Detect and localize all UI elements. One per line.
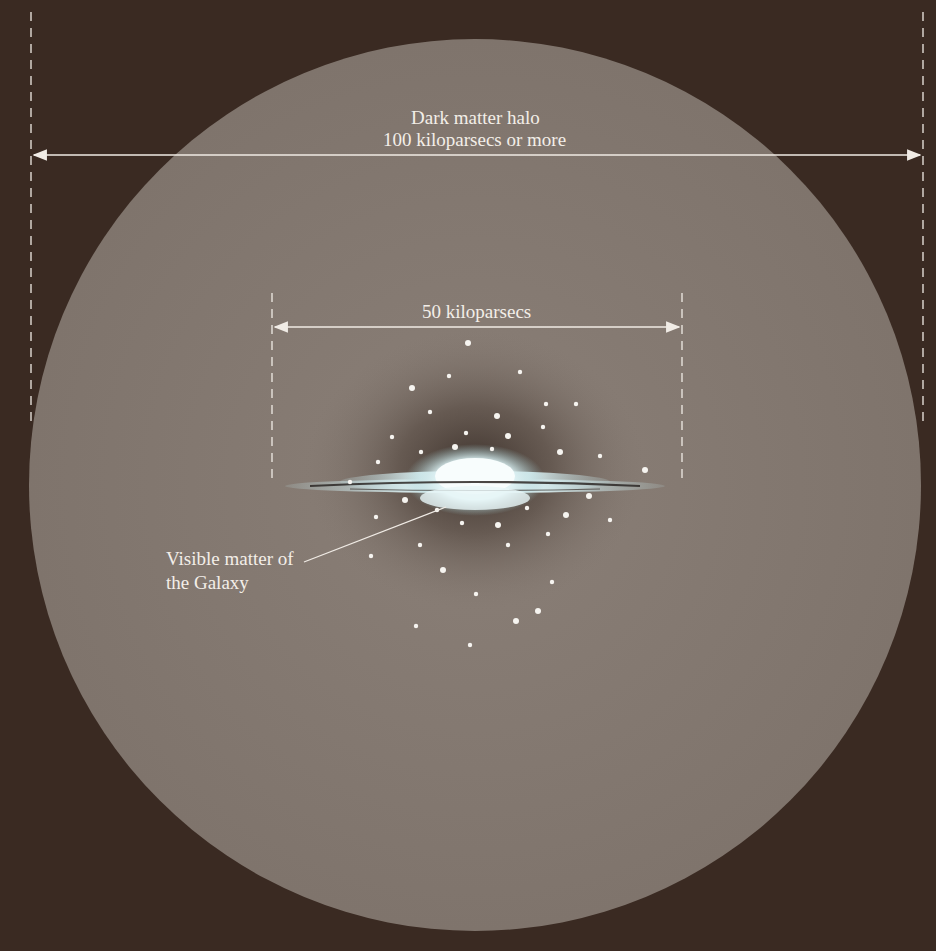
halo-shadow <box>305 330 645 610</box>
globular-clusters <box>348 340 648 647</box>
dark-matter-halo <box>29 39 921 931</box>
cluster-dot <box>586 493 592 499</box>
cluster-dot <box>374 515 378 519</box>
dimension-label: Dark matter halo <box>411 106 540 130</box>
cluster-dot <box>563 512 569 518</box>
cluster-dot <box>525 506 529 510</box>
cluster-dot <box>440 567 446 573</box>
dimension-label: 50 kiloparsecs <box>418 300 535 324</box>
dimension-tick <box>922 12 923 425</box>
cluster-dot <box>468 643 472 647</box>
cluster-dot <box>447 374 451 378</box>
cluster-dot <box>495 522 501 528</box>
cluster-dot <box>608 518 612 522</box>
galaxy <box>285 444 665 516</box>
cluster-dot <box>414 624 418 628</box>
cluster-dot <box>452 444 458 450</box>
cluster-dot <box>490 447 494 451</box>
cluster-dot <box>513 618 519 624</box>
cluster-dot <box>506 543 510 547</box>
callout-label: Visible matter of the Galaxy <box>166 547 306 595</box>
cluster-dot <box>419 450 423 454</box>
cluster-dot <box>494 413 500 419</box>
cluster-dot <box>518 370 522 374</box>
dimension-tick <box>681 293 682 482</box>
cluster-dot <box>474 592 478 596</box>
cluster-dot <box>464 431 468 435</box>
dimension-arrow <box>34 154 920 156</box>
cluster-dot <box>574 402 578 406</box>
cluster-dot <box>541 425 545 429</box>
cluster-dot <box>376 460 380 464</box>
cluster-dot <box>505 433 511 439</box>
dimension-tick <box>271 293 272 482</box>
cluster-dot <box>369 554 373 558</box>
dimension-tick <box>30 12 31 425</box>
cluster-dot <box>544 402 548 406</box>
dimension-arrow <box>275 326 679 328</box>
cluster-dot <box>409 385 415 391</box>
cluster-dot <box>465 340 471 346</box>
cluster-dot <box>390 435 394 439</box>
cluster-dot <box>418 543 422 547</box>
cluster-dot <box>460 521 464 525</box>
cluster-dot <box>402 497 408 503</box>
leader-line <box>304 507 446 562</box>
cluster-dot <box>642 467 648 473</box>
cluster-dot <box>535 608 541 614</box>
cluster-dot <box>348 480 352 484</box>
cluster-dot <box>598 454 602 458</box>
cluster-dot <box>550 580 554 584</box>
dimension-label: 100 kiloparsecs or more <box>383 128 566 152</box>
cluster-dot <box>428 410 432 414</box>
cluster-dot <box>557 449 563 455</box>
cluster-dot <box>546 532 550 536</box>
